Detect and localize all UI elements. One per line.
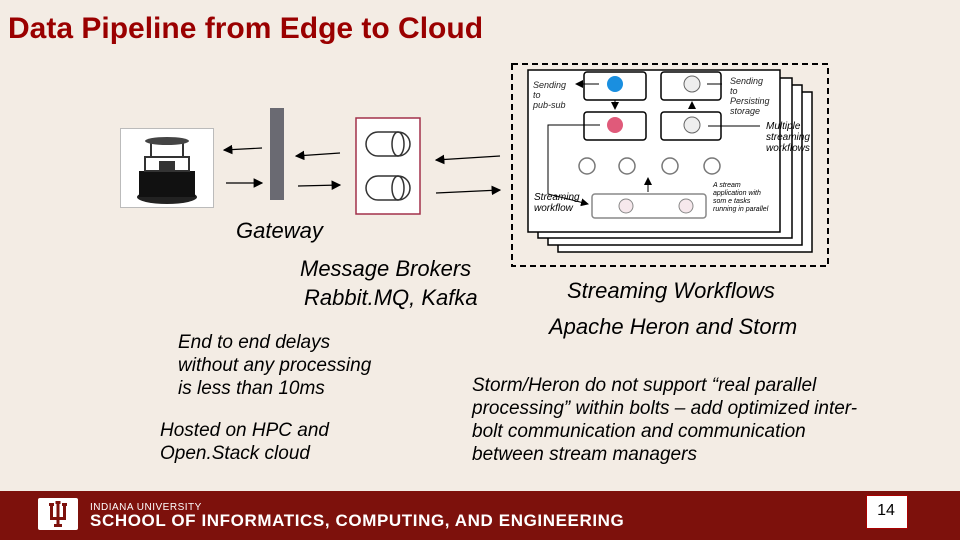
- label-rabbitmq-kafka: Rabbit.MQ, Kafka: [304, 285, 478, 310]
- page-number: 14: [877, 502, 895, 519]
- iu-logo: [38, 498, 78, 530]
- footer-university: INDIANA UNIVERSITY: [90, 502, 202, 513]
- page-title: Data Pipeline from Edge to Cloud: [8, 12, 484, 45]
- arrow-workflow-to-broker: [434, 154, 501, 165]
- footer-school: SCHOOL OF INFORMATICS, COMPUTING, AND EN…: [90, 511, 625, 530]
- label-message-brokers: Message Brokers: [300, 256, 472, 281]
- label-heron-storm: Apache Heron and Storm: [549, 314, 798, 339]
- task-circle-4: [703, 157, 721, 175]
- delay-note: End to end delays without any processing…: [178, 332, 372, 399]
- label-stream-app: A stream application with som e tasks ru…: [713, 182, 769, 213]
- footer-bar: [0, 491, 960, 540]
- heron-note: Storm/Heron do not support “real paralle…: [472, 375, 858, 465]
- parallel-tasks-box: [591, 193, 707, 219]
- label-streaming-workflows: Streaming Workflows: [567, 278, 775, 303]
- arrow-broker-to-gateway: [294, 150, 341, 161]
- arrow-gateway-to-robot: [222, 144, 263, 155]
- task-circle-2: [618, 157, 636, 175]
- node-storage-2: [683, 116, 701, 134]
- arrow-broker-to-workflow: [435, 185, 502, 196]
- node-pink: [607, 117, 623, 133]
- task-circle-3: [661, 157, 679, 175]
- label-multiple-workflows: Multiple streaming workflows: [766, 121, 810, 154]
- broker-queue-1: [365, 131, 411, 157]
- label-sending-pubsub: Sending to pub-sub: [533, 80, 567, 110]
- hosted-note: Hosted on HPC and Open.Stack cloud: [160, 420, 329, 464]
- robot-image: [120, 128, 214, 208]
- trident-icon: [49, 501, 67, 527]
- workflows-dashed-border: [511, 63, 829, 267]
- label-gateway: Gateway: [236, 218, 323, 243]
- label-streaming-workflow: Streaming workflow: [534, 192, 580, 214]
- task-circle-1: [578, 157, 596, 175]
- label-sending-storage: Sending to Persisting storage: [730, 76, 770, 116]
- broker-queue-2: [365, 175, 411, 201]
- arrow-gateway-to-broker: [297, 180, 342, 190]
- pipeline-diagram: [222, 63, 829, 267]
- node-storage-1: [683, 75, 701, 93]
- node-blue: [607, 76, 623, 92]
- gateway-bar: [270, 108, 284, 200]
- robot-icon: [137, 137, 197, 204]
- page-number-box: [866, 495, 908, 529]
